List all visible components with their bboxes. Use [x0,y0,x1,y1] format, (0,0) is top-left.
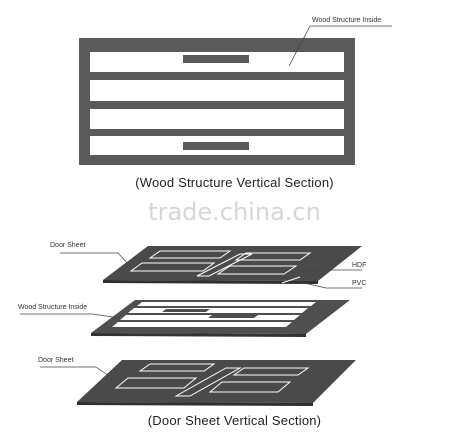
leader-door-sheet-top-2 [117,252,129,265]
label-door-sheet-bottom: Door Sheet [38,357,74,364]
wood-frame-slot-2 [90,80,344,101]
lock-block-top [183,55,249,63]
label-wood-structure-inside-bottom: Wood Structure Inside [18,304,88,311]
leader-door-sheet-bottom-2 [95,366,113,379]
wood-structure-layer [91,300,350,337]
label-door-sheet-top: Door Sheet [50,242,86,249]
caption-wood-structure: (Wood Structure Vertical Section) [135,175,334,190]
lock-block-bottom [183,142,249,150]
door-sheet-layer-bottom [77,360,356,406]
label-wood-structure-inside-top: Wood Structure Inside [312,17,382,24]
leader-wood-structure-2 [91,313,121,319]
leader-hdf [292,269,323,273]
leader-pvc [299,281,327,289]
watermark: trade.china.cn [148,198,321,226]
wood-frame-slot-3 [90,109,344,129]
door-sheet-layer-top [103,246,362,284]
label-pvc: PVC [352,280,367,287]
label-hdf: HDF [352,262,367,269]
caption-door-sheet: (Door Sheet Vertical Section) [147,413,322,428]
label-leader-top [288,25,311,67]
